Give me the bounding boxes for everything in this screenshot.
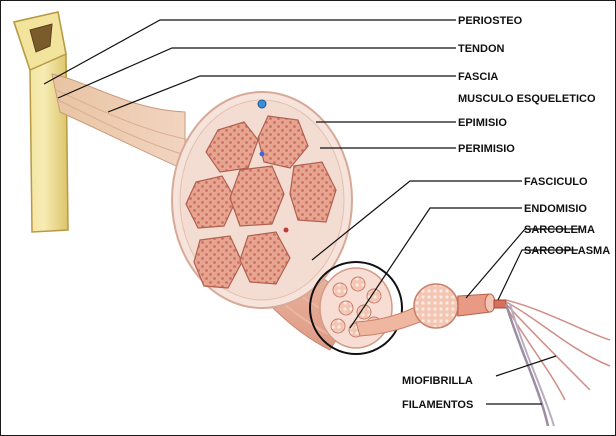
label-perimisio: PERIMISIO	[458, 143, 515, 155]
bone	[14, 12, 68, 232]
label-tendon: TENDON	[458, 43, 505, 55]
label-fascia: FASCIA	[458, 71, 498, 83]
label-sarcolema: SARCOLEMA	[524, 224, 595, 236]
label-sarcoplasma: SARCOPLASMA	[524, 245, 610, 257]
label-epimisio: EPIMISIO	[458, 117, 507, 129]
myofibrils	[506, 300, 610, 426]
label-musculo-esqueletico: MUSCULO ESQUELETICO	[458, 93, 596, 105]
label-periosteo: PERIOSTEO	[458, 15, 523, 27]
label-miofibrilla: MIOFIBRILLA	[402, 375, 473, 387]
labels: PERIOSTEO TENDON FASCIA MUSCULO ESQUELET…	[402, 15, 610, 411]
label-fasciculo: FASCICULO	[524, 176, 588, 188]
fascicle-section	[310, 262, 402, 354]
label-endomisio: ENDOMISIO	[524, 203, 587, 215]
muscle-cross-section	[172, 92, 352, 308]
label-filamentos: FILAMENTOS	[402, 399, 473, 411]
